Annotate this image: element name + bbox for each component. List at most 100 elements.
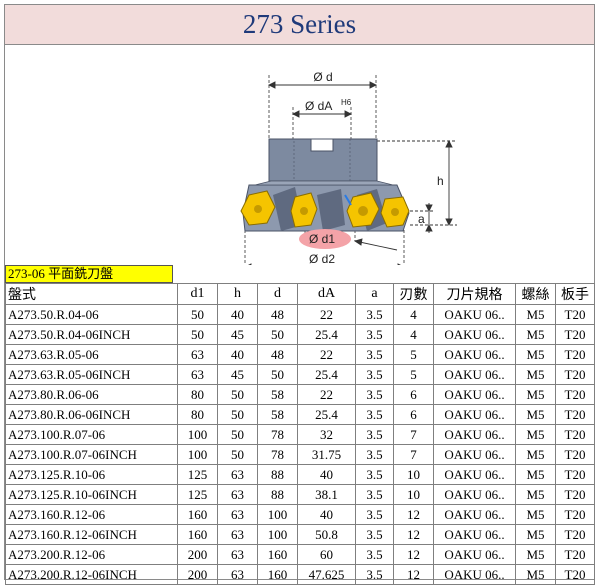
table-cell: 3.5	[355, 464, 394, 485]
table-cell: 40	[217, 344, 258, 365]
table-cell: M5	[515, 444, 556, 465]
label-d2: Ø d2	[309, 252, 335, 265]
table-cell: M5	[515, 484, 556, 505]
table-cell: 3.5	[355, 404, 394, 425]
table-cell: 7	[393, 444, 434, 465]
table-cell: T20	[555, 304, 595, 325]
table-cell: A273.160.R.12-06	[5, 504, 178, 525]
table-cell: T20	[555, 464, 595, 485]
column-header: 刀片規格	[433, 283, 516, 305]
table-cell: 160	[177, 504, 218, 525]
label-d1: Ø d1	[309, 232, 335, 246]
table-cell: 12	[393, 524, 434, 545]
table-cell: M5	[515, 524, 556, 545]
table-cell: 50	[257, 324, 298, 345]
table-cell: 160	[177, 524, 218, 545]
table-cell: 50	[217, 444, 258, 465]
table-cell: 6	[393, 404, 434, 425]
series-label: 273-06 平面銑刀盤	[5, 265, 173, 283]
table-cell: OAKU 06..	[433, 344, 516, 365]
table-cell: 160	[257, 564, 298, 585]
table-cell: 3.5	[355, 324, 394, 345]
table-cell: 63	[177, 364, 218, 385]
table-cell: 48	[257, 344, 298, 365]
column-header: d	[257, 283, 298, 305]
label-tolerance: H6	[341, 98, 352, 107]
table-cell: 47.625	[297, 564, 356, 585]
table-cell: M5	[515, 344, 556, 365]
table-cell: 50	[257, 364, 298, 385]
table-cell: 12	[393, 504, 434, 525]
table-cell: OAKU 06..	[433, 404, 516, 425]
table-cell: 31.75	[297, 444, 356, 465]
table-cell: T20	[555, 424, 595, 445]
table-cell: OAKU 06..	[433, 304, 516, 325]
table-cell: 63	[177, 344, 218, 365]
table-cell: 80	[177, 384, 218, 405]
table-cell: 38.1	[297, 484, 356, 505]
table-cell: 25.4	[297, 324, 356, 345]
table-cell: T20	[555, 344, 595, 365]
table-cell: A273.50.R.04-06INCH	[5, 324, 178, 345]
table-cell: 6	[393, 384, 434, 405]
table-cell: 58	[257, 404, 298, 425]
table-cell: 10	[393, 484, 434, 505]
table-cell: OAKU 06..	[433, 444, 516, 465]
table-cell: 50	[217, 384, 258, 405]
table-cell: 25.4	[297, 404, 356, 425]
table-cell: 50	[217, 404, 258, 425]
table-cell: 63	[217, 504, 258, 525]
label-h: h	[437, 174, 444, 188]
table-cell: 125	[177, 464, 218, 485]
table-cell: OAKU 06..	[433, 384, 516, 405]
table-cell: 40	[297, 464, 356, 485]
table-cell: M5	[515, 324, 556, 345]
table-cell: 63	[217, 464, 258, 485]
table-cell: T20	[555, 364, 595, 385]
table-cell: 3.5	[355, 384, 394, 405]
table-cell: 12	[393, 544, 434, 565]
table-cell: OAKU 06..	[433, 544, 516, 565]
table-cell: M5	[515, 404, 556, 425]
table-cell: OAKU 06..	[433, 504, 516, 525]
column-header: 螺絲	[515, 283, 556, 305]
table-cell: M5	[515, 504, 556, 525]
table-cell: 100	[257, 524, 298, 545]
table-cell: 200	[177, 564, 218, 585]
table-cell: 50	[177, 324, 218, 345]
table-cell: 40	[297, 504, 356, 525]
table-cell: A273.125.R.10-06	[5, 464, 178, 485]
table-cell: M5	[515, 384, 556, 405]
label-dA: Ø dA	[305, 99, 332, 113]
column-header: 盤式	[5, 283, 178, 305]
table-cell: 125	[177, 484, 218, 505]
cutter-diagram: Ø d Ø dA H6 Ø d1 Ø d2 h a	[240, 70, 457, 265]
table-cell: 200	[177, 544, 218, 565]
table-cell: 3.5	[355, 524, 394, 545]
table-cell: A273.80.R.06-06INCH	[5, 404, 178, 425]
table-cell: 3.5	[355, 304, 394, 325]
table-cell: OAKU 06..	[433, 364, 516, 385]
table-cell: 88	[257, 484, 298, 505]
table-cell: T20	[555, 404, 595, 425]
table-cell: 45	[217, 364, 258, 385]
table-cell: 32	[297, 424, 356, 445]
table-cell: 4	[393, 324, 434, 345]
label-d: Ø d	[313, 70, 332, 84]
table-cell: T20	[555, 524, 595, 545]
table-cell: OAKU 06..	[433, 464, 516, 485]
table-cell: A273.200.R.12-06	[5, 544, 178, 565]
table-cell: M5	[515, 364, 556, 385]
table-cell: OAKU 06..	[433, 484, 516, 505]
table-cell: 63	[217, 564, 258, 585]
